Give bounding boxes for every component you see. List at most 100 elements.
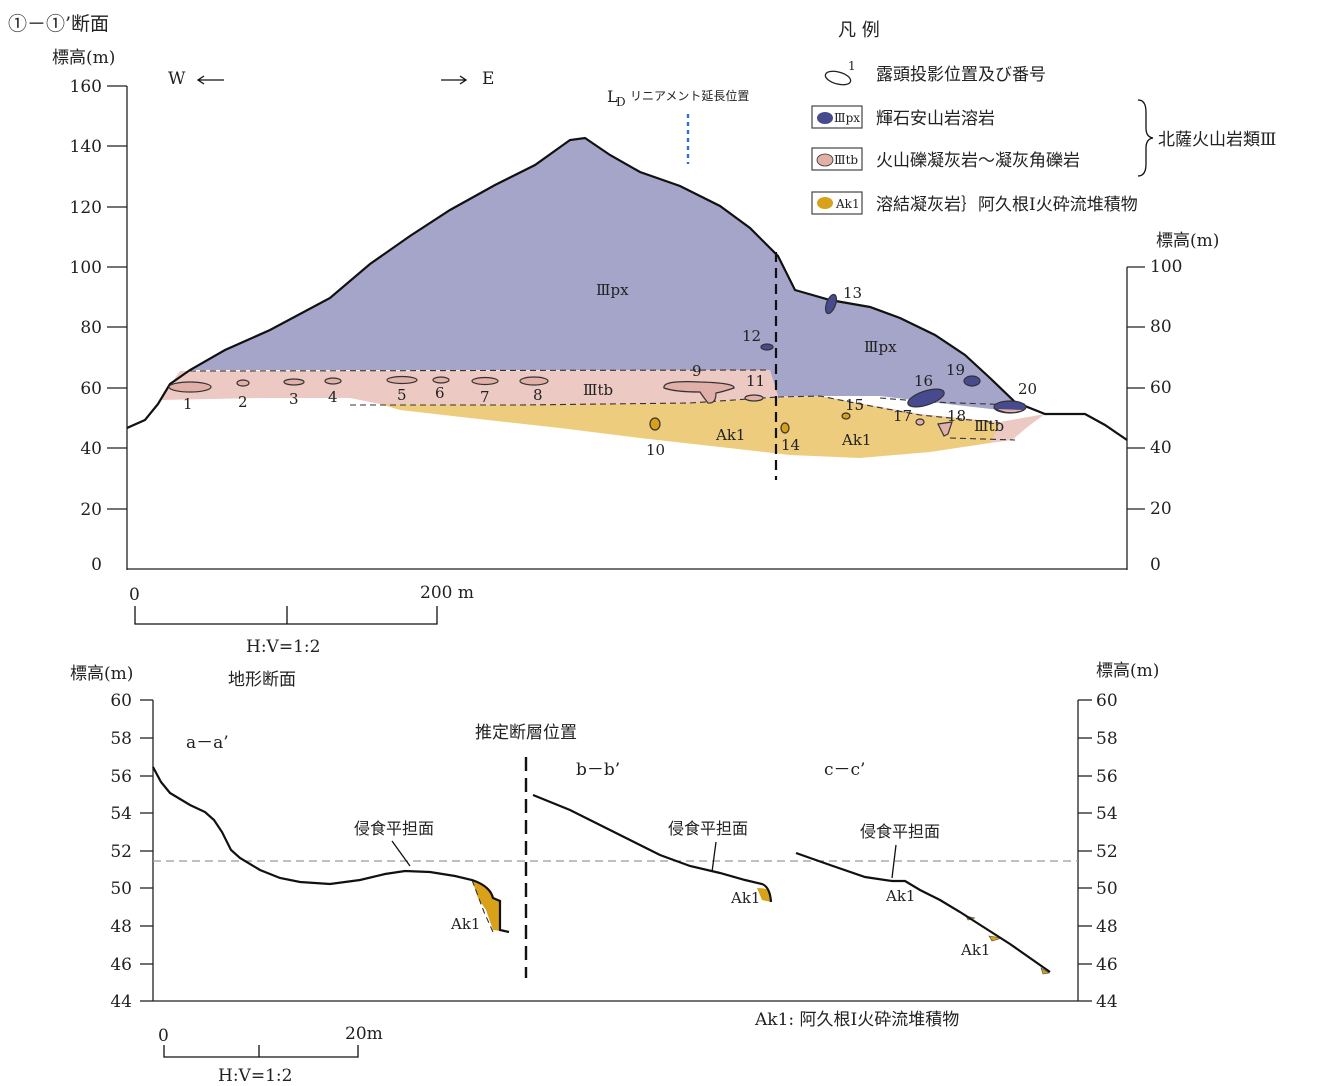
right-tick-label: 20 [1150,499,1172,519]
legend-tb-text: 火山礫凝灰岩～凝灰角礫岩 [876,151,1080,171]
tb-unit-label-east: Ⅲtb [974,417,1004,435]
lower-scale-bar: 0 20m H:V=1:2 [158,1024,383,1086]
west-arrow-icon [196,75,224,85]
outcrop-marker [386,375,418,385]
tb-unit-area [160,370,1045,443]
geology-units [160,138,1045,458]
scale-zero: 0 [129,585,140,605]
right-tick-label: 60 [1150,378,1172,398]
outcrop-marker [471,376,499,386]
px-unit-label-east: Ⅲpx [864,338,897,356]
right-tick-label: 100 [1150,257,1182,277]
legend-group-text: 北薩火山岩類Ⅲ [1158,130,1276,150]
lower-tick-label: 48 [110,917,132,937]
outcrop-number: 8 [533,386,543,404]
fault-label: 推定断層位置 [475,723,577,743]
section-a-label: a－a’ [186,733,229,753]
east-arrow-icon [441,75,468,85]
outcrop-number: 18 [947,407,966,425]
right-axis: 100 80 60 40 20 0 [1126,257,1182,575]
px-unit-label: Ⅲpx [596,281,629,299]
lower-tick-label: 44 [110,992,132,1012]
legend-outcrop-text: 露頭投影位置及び番号 [876,65,1046,85]
left-tick-label: 20 [80,500,102,520]
outcrop-marker [780,422,790,434]
upper-scale-bar: 0 200 m H:V=1:2 [129,583,474,657]
lower-right-axis: 60 58 56 54 52 50 48 46 44 [1077,691,1118,1012]
left-tick-label: 40 [80,439,102,459]
outcrop-marker [324,377,342,385]
legend-px-code: Ⅲpx [834,111,860,125]
leader-a [391,840,411,867]
topographic-surface [126,136,1128,441]
lower-scale-ratio: H:V=1:2 [218,1066,292,1086]
profile-b [532,793,773,903]
ak1-unit-label: Ak1 [715,426,745,444]
erosion-surface-label-a: 侵食平担面 [354,819,434,838]
lower-scale-end: 20m [345,1024,383,1044]
lower-right-tick-label: 58 [1096,729,1118,749]
left-tick-label: 0 [91,555,102,575]
outcrop-marker [283,378,305,386]
outcrop-marker [236,379,250,387]
right-tick-label: 40 [1150,438,1172,458]
outcrop-marker [432,376,450,384]
tb-ak1-boundary [350,396,779,406]
left-axis: 160 140 120 100 80 60 40 20 0 [70,77,128,575]
outcrop-number: 14 [781,436,800,454]
outcrop-marker [649,417,661,431]
lower-scale-zero: 0 [158,1026,169,1046]
left-tick-label: 100 [70,258,102,278]
outcrop-marker [841,412,851,420]
tb-ak1-boundary-east [777,395,1001,424]
legend-ak1-code: Ak1 [835,197,860,211]
lower-right-tick-label: 52 [1096,842,1118,862]
outcrop-shapes [168,293,1027,437]
lower-right-tick-label: 46 [1096,955,1118,975]
lower-right-tick-label: 60 [1096,691,1118,711]
east-label: E [482,69,494,89]
outcrop-number: 16 [914,372,933,390]
outcrop-marker [937,421,953,437]
legend-tb-code: Ⅲtb [834,153,858,167]
section-c-label: c－c’ [824,760,865,780]
left-tick-label: 140 [70,137,102,157]
ak1-label-c1: Ak1 [885,887,915,905]
outcrop-marker [824,293,838,315]
scale-ratio: H:V=1:2 [246,637,320,657]
lower-right-elevation-label: 標高(m) [1096,661,1159,681]
lineament-prefix: L [607,87,618,106]
ak1-deposit-b [757,888,771,902]
profile-a [152,766,510,934]
left-tick-label: 120 [70,198,102,218]
outcrop-number: 19 [946,361,965,379]
ak1-deposit-c3 [1040,967,1050,975]
erosion-surface-label-c: 侵食平担面 [860,822,940,841]
lower-tick-label: 58 [110,729,132,749]
outcrop-marker [663,381,735,404]
leader-b [711,841,717,873]
lower-right-tick-label: 54 [1096,804,1118,824]
outcrop-marker [907,388,945,408]
outcrop-number: 9 [692,362,702,380]
section-b-label: b－b’ [576,760,620,780]
outcrop-number: 6 [435,384,445,402]
profile-c [795,851,1051,973]
group-brace [1137,99,1154,177]
leader-c [891,844,897,879]
outcrop-number: 4 [328,388,338,406]
topo-section-label: 地形断面 [228,670,296,690]
outcrop-legend-icon [824,70,852,86]
right-tick-label: 0 [1150,555,1161,575]
left-tick-label: 80 [80,318,102,338]
outcrop-number: 13 [843,284,862,302]
outcrop-number: 11 [746,372,765,390]
tb-unit-label: Ⅲtb [583,381,613,399]
ak1-label-b: Ak1 [730,889,760,907]
outcrop-number: 20 [1018,380,1037,398]
legend-outcrop-number: 1 [848,59,856,73]
lower-tick-label: 56 [110,767,132,787]
left-tick-label: 60 [80,379,102,399]
erosion-surface-label-b: 侵食平担面 [668,819,748,838]
